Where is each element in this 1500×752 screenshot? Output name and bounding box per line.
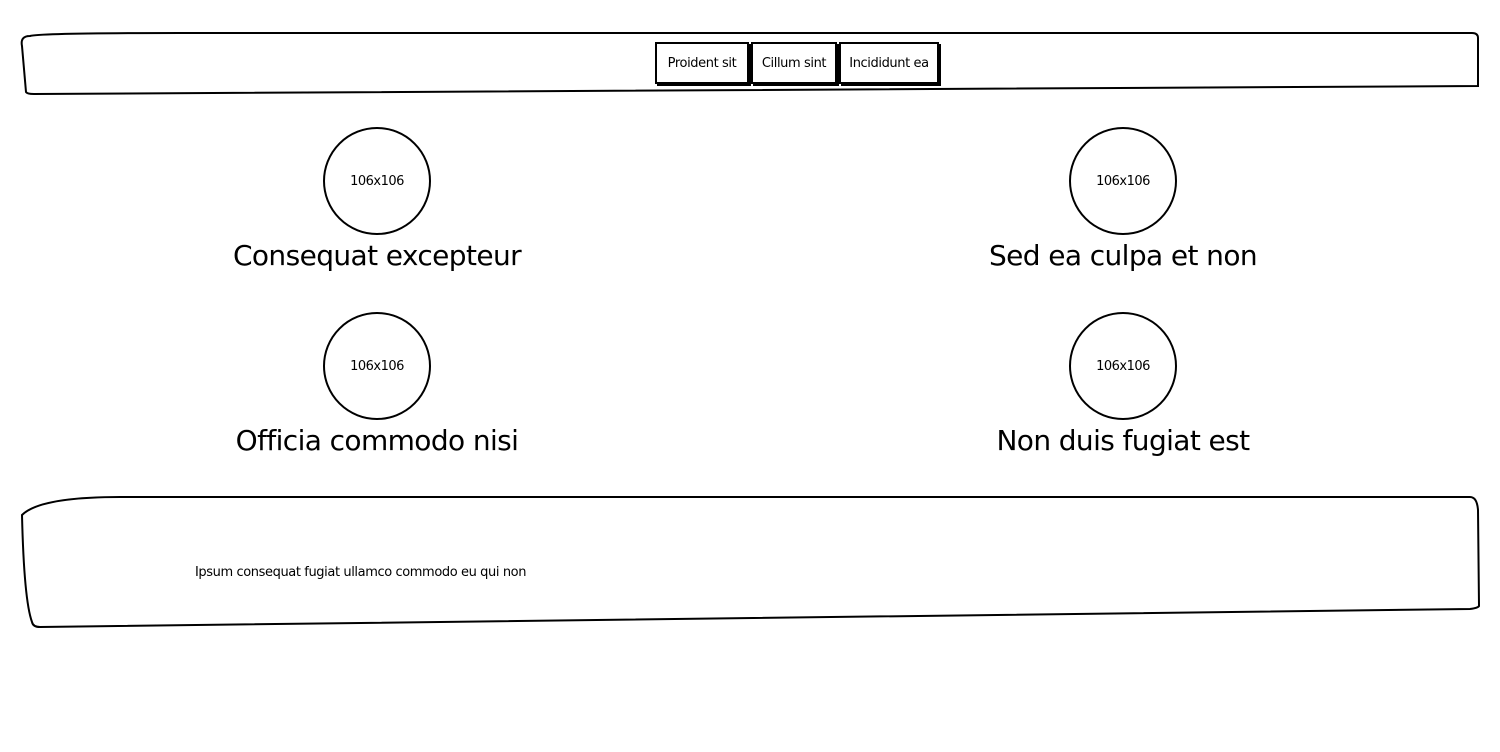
footer-text: Ipsum consequat fugiat ullamco commodo e… bbox=[195, 565, 527, 580]
image-placeholder: 106x106 bbox=[1069, 127, 1177, 235]
nav-button-2[interactable]: Cillum sint bbox=[751, 42, 837, 84]
feature-title: Officia commodo nisi bbox=[235, 424, 519, 457]
nav-button-1[interactable]: Proident sit bbox=[655, 42, 749, 84]
feature-item: 106x106 Non duis fugiat est bbox=[943, 312, 1303, 458]
feature-item: 106x106 Officia commodo nisi bbox=[197, 312, 557, 458]
footer-frame bbox=[20, 496, 1481, 629]
header-nav: Proident sit Cillum sint Incididunt ea bbox=[655, 42, 941, 86]
image-placeholder: 106x106 bbox=[323, 127, 431, 235]
feature-title: Consequat excepteur bbox=[232, 239, 522, 272]
feature-title: Non duis fugiat est bbox=[996, 424, 1250, 457]
image-placeholder: 106x106 bbox=[1069, 312, 1177, 420]
image-placeholder: 106x106 bbox=[323, 312, 431, 420]
feature-title: Sed ea culpa et non bbox=[988, 239, 1258, 272]
feature-item: 106x106 Sed ea culpa et non bbox=[943, 127, 1303, 273]
feature-item: 106x106 Consequat excepteur bbox=[197, 127, 557, 273]
nav-button-3[interactable]: Incididunt ea bbox=[839, 42, 939, 84]
